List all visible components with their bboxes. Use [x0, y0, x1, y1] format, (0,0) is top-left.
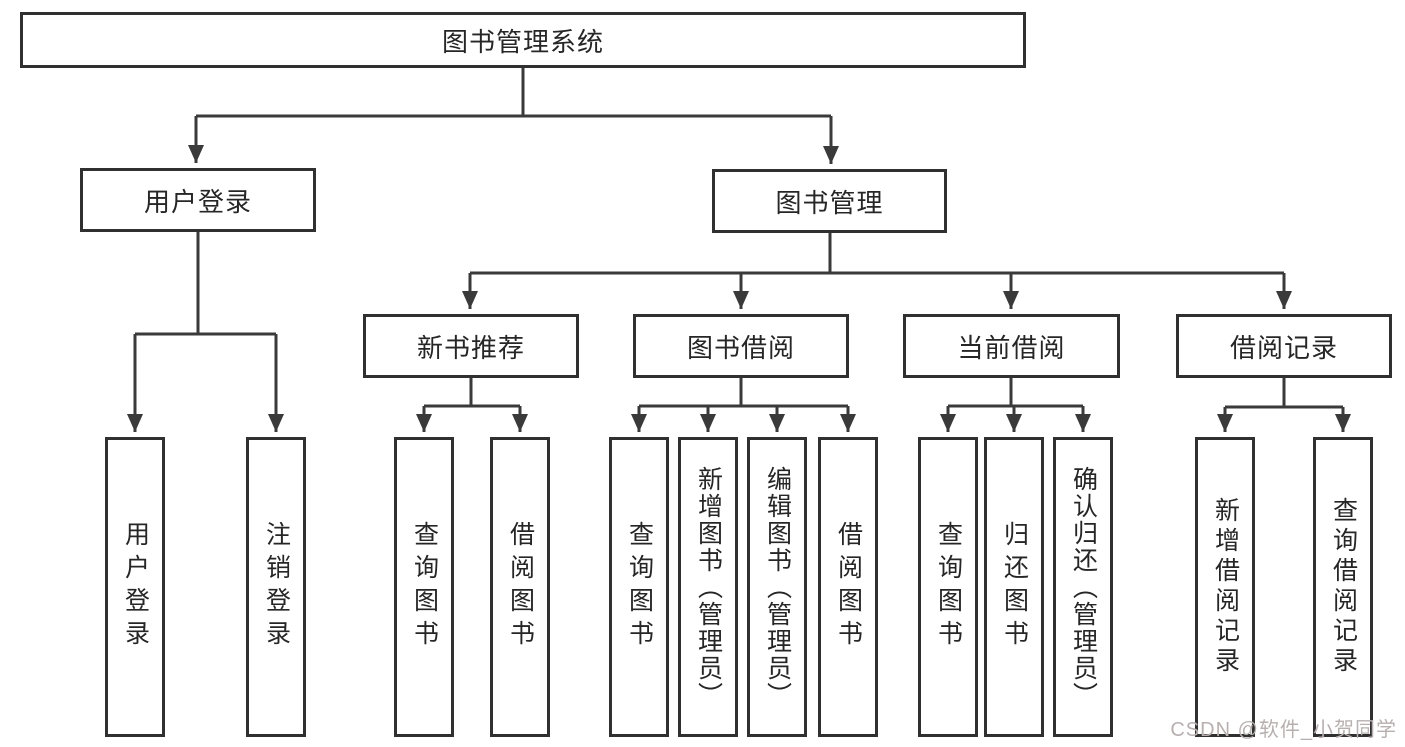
- leaf-logout: 注销登录: [246, 437, 306, 737]
- leaf-query-books-borrow: 查询图书: [609, 437, 669, 737]
- leaf-confirm-return-admin-label: 确认归还（管理员）: [1069, 465, 1098, 709]
- node-book-borrow: 图书借阅: [633, 314, 849, 378]
- leaf-borrow-books-recommend: 借阅图书: [490, 437, 550, 737]
- leaf-edit-book-admin-label: 编辑图书（管理员）: [763, 465, 792, 709]
- node-book-management: 图书管理: [712, 169, 947, 233]
- leaf-add-book-admin: 新增图书（管理员）: [678, 437, 738, 737]
- leaf-query-books-recommend: 查询图书: [394, 437, 454, 737]
- leaf-borrow-books: 借阅图书: [818, 437, 878, 737]
- leaf-return-book: 归还图书: [984, 437, 1044, 737]
- leaf-add-borrow-record: 新增借阅记录: [1195, 437, 1255, 737]
- leaf-add-borrow-record-label: 新增借阅记录: [1211, 497, 1240, 677]
- leaf-query-borrow-record-label: 查询借阅记录: [1329, 497, 1358, 677]
- node-current-borrow: 当前借阅: [903, 314, 1120, 378]
- node-borrow-records: 借阅记录: [1176, 314, 1392, 378]
- leaf-add-book-admin-label: 新增图书（管理员）: [694, 465, 723, 709]
- leaf-confirm-return-admin: 确认归还（管理员）: [1053, 437, 1113, 737]
- leaf-user-login-label: 用户登录: [121, 521, 150, 653]
- node-user-login: 用户登录: [80, 168, 316, 232]
- leaf-user-login: 用户登录: [105, 437, 165, 737]
- leaf-logout-label: 注销登录: [262, 521, 291, 653]
- leaf-borrow-books-label: 借阅图书: [834, 521, 863, 653]
- leaf-query-books-borrow-label: 查询图书: [625, 521, 654, 653]
- leaf-borrow-books-recommend-label: 借阅图书: [506, 521, 535, 653]
- node-new-book-recommend: 新书推荐: [363, 314, 579, 378]
- watermark-text: CSDN @软件_小贺同学: [1170, 719, 1397, 741]
- leaf-return-book-label: 归还图书: [1000, 521, 1029, 653]
- leaf-query-books-current: 查询图书: [918, 437, 978, 737]
- leaf-query-books-recommend-label: 查询图书: [410, 521, 439, 653]
- leaf-query-books-current-label: 查询图书: [934, 521, 963, 653]
- node-root-system: 图书管理系统: [20, 12, 1026, 68]
- leaf-edit-book-admin: 编辑图书（管理员）: [747, 437, 807, 737]
- leaf-query-borrow-record: 查询借阅记录: [1313, 437, 1373, 737]
